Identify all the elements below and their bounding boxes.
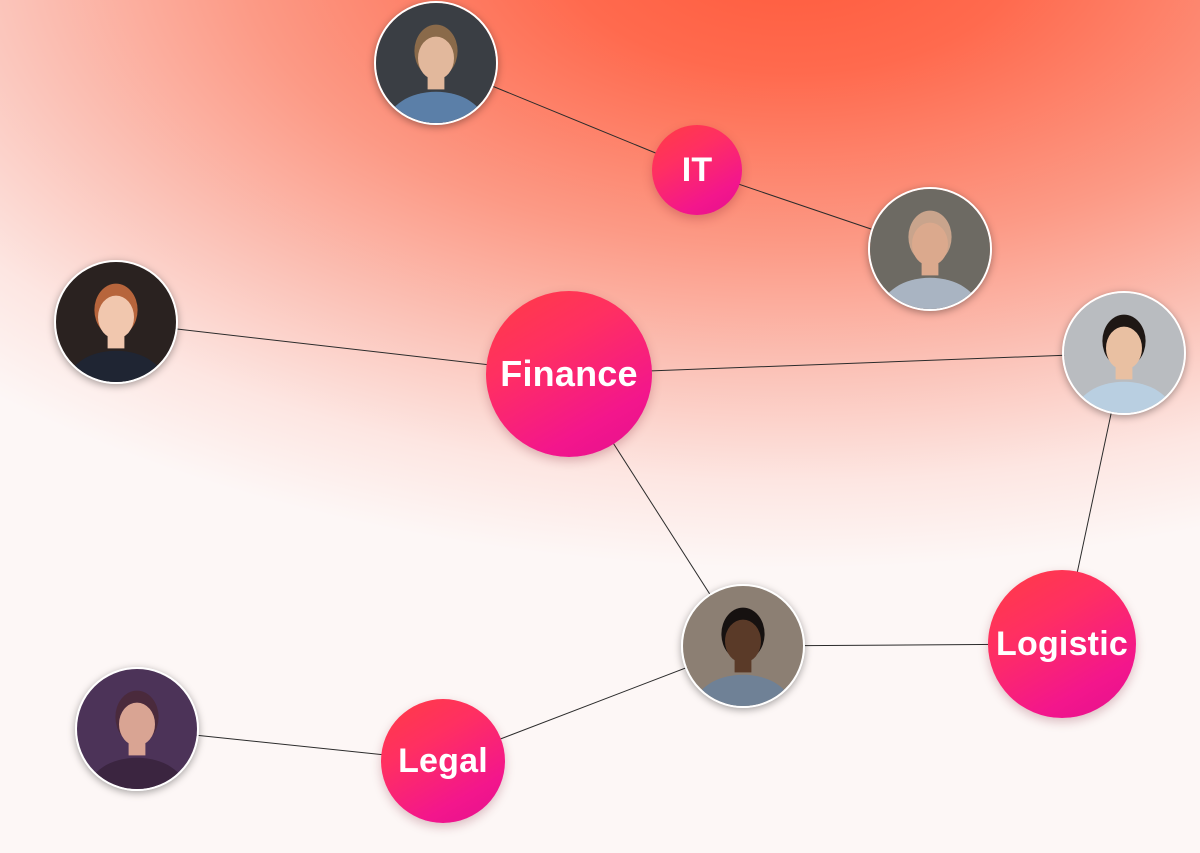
connection-line-finance-p4 [568, 352, 1125, 375]
person-avatar-6[interactable] [75, 667, 199, 791]
avatar-photo-icon [1064, 293, 1184, 413]
person-avatar-3[interactable] [54, 260, 178, 384]
department-node-logistic[interactable]: Logistic [988, 570, 1136, 718]
department-label-legal: Legal [398, 741, 488, 780]
avatar-photo-icon [56, 262, 176, 382]
person-avatar-1[interactable] [374, 1, 498, 125]
department-label-logistic: Logistic [996, 624, 1128, 663]
person-avatar-5[interactable] [681, 584, 805, 708]
avatar-photo-icon [376, 3, 496, 123]
person-avatar-4[interactable] [1062, 291, 1186, 415]
avatar-photo-icon [870, 189, 990, 309]
avatar-photo-icon [77, 669, 197, 789]
avatar-photo-icon [683, 586, 803, 706]
department-node-finance[interactable]: Finance [486, 291, 652, 457]
person-avatar-2[interactable] [868, 187, 992, 311]
department-node-legal[interactable]: Legal [381, 699, 505, 823]
department-label-finance: Finance [500, 353, 638, 394]
department-label-it: IT [681, 150, 713, 189]
department-node-it[interactable]: IT [652, 125, 742, 215]
